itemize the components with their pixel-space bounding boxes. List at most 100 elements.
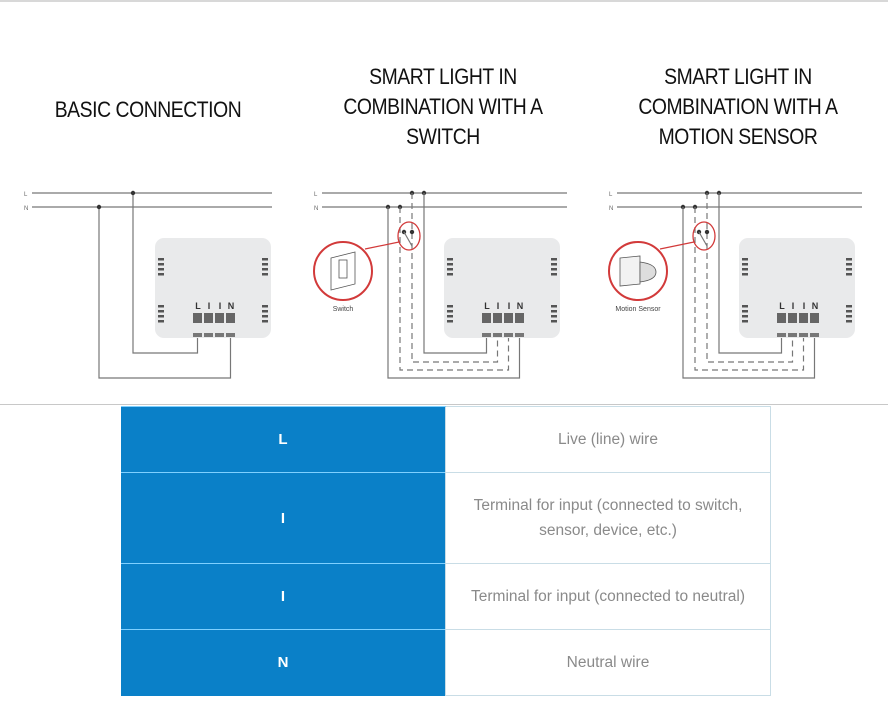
terminal-label: I	[803, 301, 806, 311]
bus-label-neutral: N	[314, 206, 318, 212]
terminal-block	[193, 313, 202, 323]
vent-slot	[551, 305, 557, 308]
title-line: SMART LIGHT IN	[369, 64, 517, 89]
terminal-label: N	[812, 301, 819, 311]
title-line: COMBINATION WITH A	[638, 94, 838, 119]
terminal-description: Terminal for input (connected to neutral…	[445, 563, 771, 630]
vent-slot	[447, 310, 453, 313]
vent-slot	[262, 268, 268, 271]
terminal-block	[504, 313, 513, 323]
switched-input-wire	[411, 193, 499, 363]
terminal-key: I	[121, 472, 446, 564]
vent-slot	[447, 258, 453, 261]
vent-slot	[551, 320, 557, 323]
terminal-pin	[193, 333, 202, 337]
vent-slot	[846, 258, 852, 261]
terminal-block	[810, 313, 819, 323]
switch-rocker-icon	[338, 259, 348, 279]
bus-label-neutral: N	[609, 206, 613, 212]
terminal-description: Neutral wire	[445, 629, 771, 696]
terminal-label: I	[497, 301, 500, 311]
highlight-ellipse	[692, 221, 716, 251]
sensor-body-icon	[619, 255, 641, 287]
terminal-label: I	[508, 301, 511, 311]
terminal-pin	[799, 333, 808, 337]
terminal-legend-table: L Live (line) wire I Terminal for input …	[121, 406, 771, 696]
terminal-pin	[788, 333, 797, 337]
neutral-input-wire	[694, 207, 805, 371]
vent-slot	[742, 258, 748, 261]
terminal-pin	[810, 333, 819, 337]
vent-slot	[846, 320, 852, 323]
bus-label-live: L	[314, 192, 318, 198]
terminal-pin	[204, 333, 213, 337]
section-divider	[0, 404, 888, 405]
table-row: L Live (line) wire	[121, 406, 771, 473]
terminal-label: L	[779, 301, 785, 311]
callout-circle	[313, 241, 373, 301]
vent-slot	[447, 268, 453, 271]
motion-sensor-label: Motion Sensor	[615, 306, 661, 313]
terminal-block	[482, 313, 491, 323]
vent-slot	[551, 273, 557, 276]
terminal-block	[777, 313, 786, 323]
terminal-key: N	[121, 629, 446, 696]
junction-dot	[130, 190, 136, 196]
terminal-label: L	[195, 301, 201, 311]
terminal-pin	[504, 333, 513, 337]
vent-slot	[846, 310, 852, 313]
terminal-label: L	[484, 301, 490, 311]
terminal-label: N	[517, 301, 524, 311]
vent-slot	[551, 258, 557, 261]
vent-slot	[262, 320, 268, 323]
title-motion-sensor-combination: SMART LIGHT IN COMBINATION WITH A MOTION…	[609, 62, 868, 152]
vent-slot	[447, 263, 453, 266]
vent-slot	[262, 310, 268, 313]
switch-contact	[403, 231, 413, 247]
title-line: COMBINATION WITH A	[343, 94, 543, 119]
vent-slot	[846, 273, 852, 276]
vent-slot	[551, 310, 557, 313]
vent-slot	[742, 273, 748, 276]
title-line: MOTION SENSOR	[658, 124, 818, 149]
neutral-wire	[682, 207, 816, 379]
terminal-label: I	[792, 301, 795, 311]
vent-slot	[846, 305, 852, 308]
terminal-pin	[777, 333, 786, 337]
description-text: Terminal for input (connected to switch,…	[473, 497, 743, 539]
terminal-block	[493, 313, 502, 323]
vent-slot	[742, 310, 748, 313]
terminal-key: I	[121, 563, 446, 630]
terminal-label: I	[208, 301, 211, 311]
live-wire	[423, 193, 488, 354]
vent-slot	[262, 305, 268, 308]
vent-slot	[846, 268, 852, 271]
vent-slot	[262, 263, 268, 266]
terminal-description: Live (line) wire	[445, 406, 771, 473]
vent-slot	[447, 273, 453, 276]
vent-slot	[742, 263, 748, 266]
module-body	[739, 238, 855, 338]
terminal-pin	[493, 333, 502, 337]
module-body	[155, 238, 271, 338]
terminal-block	[226, 313, 235, 323]
vent-slot	[262, 273, 268, 276]
vent-slot	[447, 305, 453, 308]
terminal-block	[515, 313, 524, 323]
neutral-input-wire	[399, 207, 510, 371]
vent-slot	[742, 320, 748, 323]
vent-slot	[447, 315, 453, 318]
terminal-key: L	[121, 406, 446, 473]
vent-slot	[846, 315, 852, 318]
highlight-ellipse	[397, 221, 421, 251]
title-line: BASIC CONNECTION	[54, 97, 242, 122]
switched-input-wire	[706, 193, 794, 363]
vent-slot	[158, 320, 164, 323]
vent-slot	[158, 268, 164, 271]
vent-slot	[551, 268, 557, 271]
module-body	[444, 238, 560, 338]
